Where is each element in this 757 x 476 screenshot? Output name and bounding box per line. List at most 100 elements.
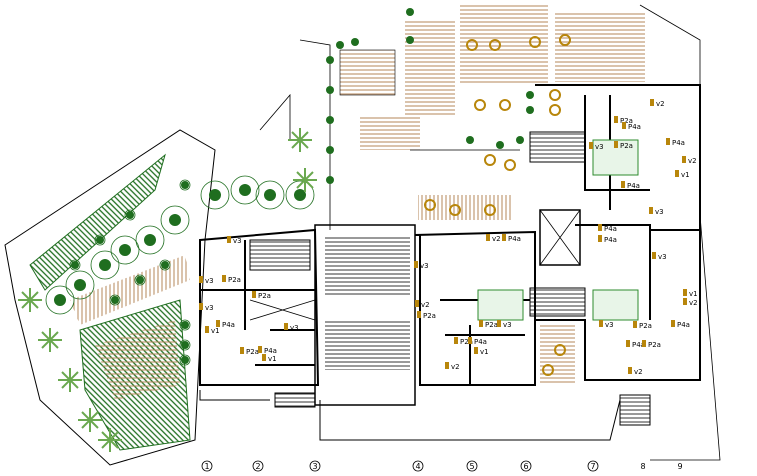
room-label: P2a — [258, 292, 271, 300]
elevator-shaft-xbox — [539, 209, 581, 266]
shrub-icon — [351, 38, 359, 46]
tree-icon — [264, 189, 276, 201]
room-label: v3 — [503, 321, 512, 329]
room-label: v3 — [205, 277, 214, 285]
room-label: v3 — [233, 237, 242, 245]
room-label: v3 — [420, 262, 429, 270]
fixture-icon — [683, 298, 687, 305]
fixture-icon — [666, 138, 670, 145]
fixture-icon — [262, 354, 266, 361]
room-label: P4a — [632, 341, 645, 349]
stair-core-middle — [529, 287, 586, 317]
terrace-paving — [339, 49, 396, 96]
tree-canopy-icon — [110, 235, 140, 265]
fixture-icon — [599, 320, 603, 327]
tree-icon — [54, 294, 66, 306]
fixture-icon — [240, 347, 244, 354]
axis-bubble — [587, 460, 599, 472]
room-label: v3 — [290, 324, 299, 332]
fixture-icon — [502, 234, 506, 241]
room-label: P4a — [222, 321, 235, 329]
table-chairs-icon — [484, 154, 496, 166]
shrub-icon — [406, 36, 414, 44]
table-chairs-icon — [549, 104, 561, 116]
grid-axis-label: 3 — [312, 462, 317, 471]
central-stair-hatch-2 — [325, 320, 410, 370]
room-label: v2 — [688, 157, 697, 165]
steps-paving — [405, 20, 455, 115]
axis-bubble — [466, 460, 478, 472]
tree-canopy-icon — [124, 209, 136, 221]
room-label: P4a — [677, 321, 690, 329]
site-boundary — [259, 4, 721, 461]
right-wing-walls — [535, 84, 701, 381]
palm-tree-icon — [18, 288, 42, 312]
table-chairs-icon — [499, 99, 511, 111]
room-label: P4a — [628, 123, 641, 131]
tree-canopy-icon — [160, 205, 190, 235]
shrub-icon — [496, 141, 504, 149]
fixture-icon — [633, 321, 637, 328]
room-label: P2a — [246, 348, 259, 356]
fixture-icon — [650, 99, 654, 106]
lower-stair-right — [619, 394, 651, 426]
table-chairs-icon — [449, 204, 461, 216]
tree-canopy-icon — [230, 175, 260, 205]
fixture-icon — [414, 261, 418, 268]
fixture-icon — [621, 181, 625, 188]
fixture-icon — [598, 224, 602, 231]
room-label: v2 — [634, 368, 643, 376]
central-block-outline — [314, 224, 416, 406]
room-label: P4a — [672, 139, 685, 147]
table-chairs-icon — [559, 34, 571, 46]
fixture-icon — [445, 362, 449, 369]
tree-group — [18, 8, 571, 452]
room-label: v3 — [605, 321, 614, 329]
tree-canopy-icon — [69, 259, 81, 271]
fixture-icon — [479, 320, 483, 327]
lower-ramp — [199, 390, 621, 441]
room-label: v1 — [211, 327, 220, 335]
bench-paving — [418, 195, 513, 220]
shrub-icon — [466, 136, 474, 144]
building-plan — [199, 84, 701, 441]
room-label: v2 — [421, 301, 430, 309]
courtyard-planter-right — [592, 289, 639, 321]
table-chairs-icon — [466, 39, 478, 51]
table-chairs-icon — [554, 344, 566, 356]
room-label: P4a — [264, 347, 277, 355]
shrub-icon — [326, 176, 334, 184]
shrub-icon — [336, 41, 344, 49]
grid-axis-label: 5 — [469, 462, 474, 471]
grid-axis-label: 9 — [677, 462, 682, 471]
stair-core-top — [529, 131, 586, 163]
stairs-left-paving — [360, 115, 420, 150]
table-chairs-icon — [529, 36, 541, 48]
axis-bubble — [252, 460, 264, 472]
tree-canopy-icon — [135, 225, 165, 255]
axis-bubble — [520, 460, 532, 472]
table-chairs-icon — [489, 39, 501, 51]
room-label: v3 — [205, 304, 214, 312]
fixture-icon — [486, 234, 490, 241]
room-label: v2 — [656, 100, 665, 108]
fixture-icon — [199, 303, 203, 310]
room-label: P4a — [474, 338, 487, 346]
room-label: v2 — [689, 299, 698, 307]
shrub-icon — [326, 86, 334, 94]
fixture-icon — [417, 311, 421, 318]
table-chairs-icon — [549, 89, 561, 101]
tree-icon — [181, 341, 189, 349]
fixture-icon — [497, 320, 501, 327]
tree-icon — [136, 276, 144, 284]
axis-bubble — [201, 460, 213, 472]
grid-axis-label: 4 — [415, 462, 420, 471]
lower-stair — [274, 392, 316, 408]
table-chairs-icon — [424, 199, 436, 211]
room-label: P2a — [423, 312, 436, 320]
fixture-icon — [614, 116, 618, 123]
tree-canopy-icon — [159, 259, 171, 271]
fixture-icon — [671, 320, 675, 327]
fixture-icon — [589, 142, 593, 149]
